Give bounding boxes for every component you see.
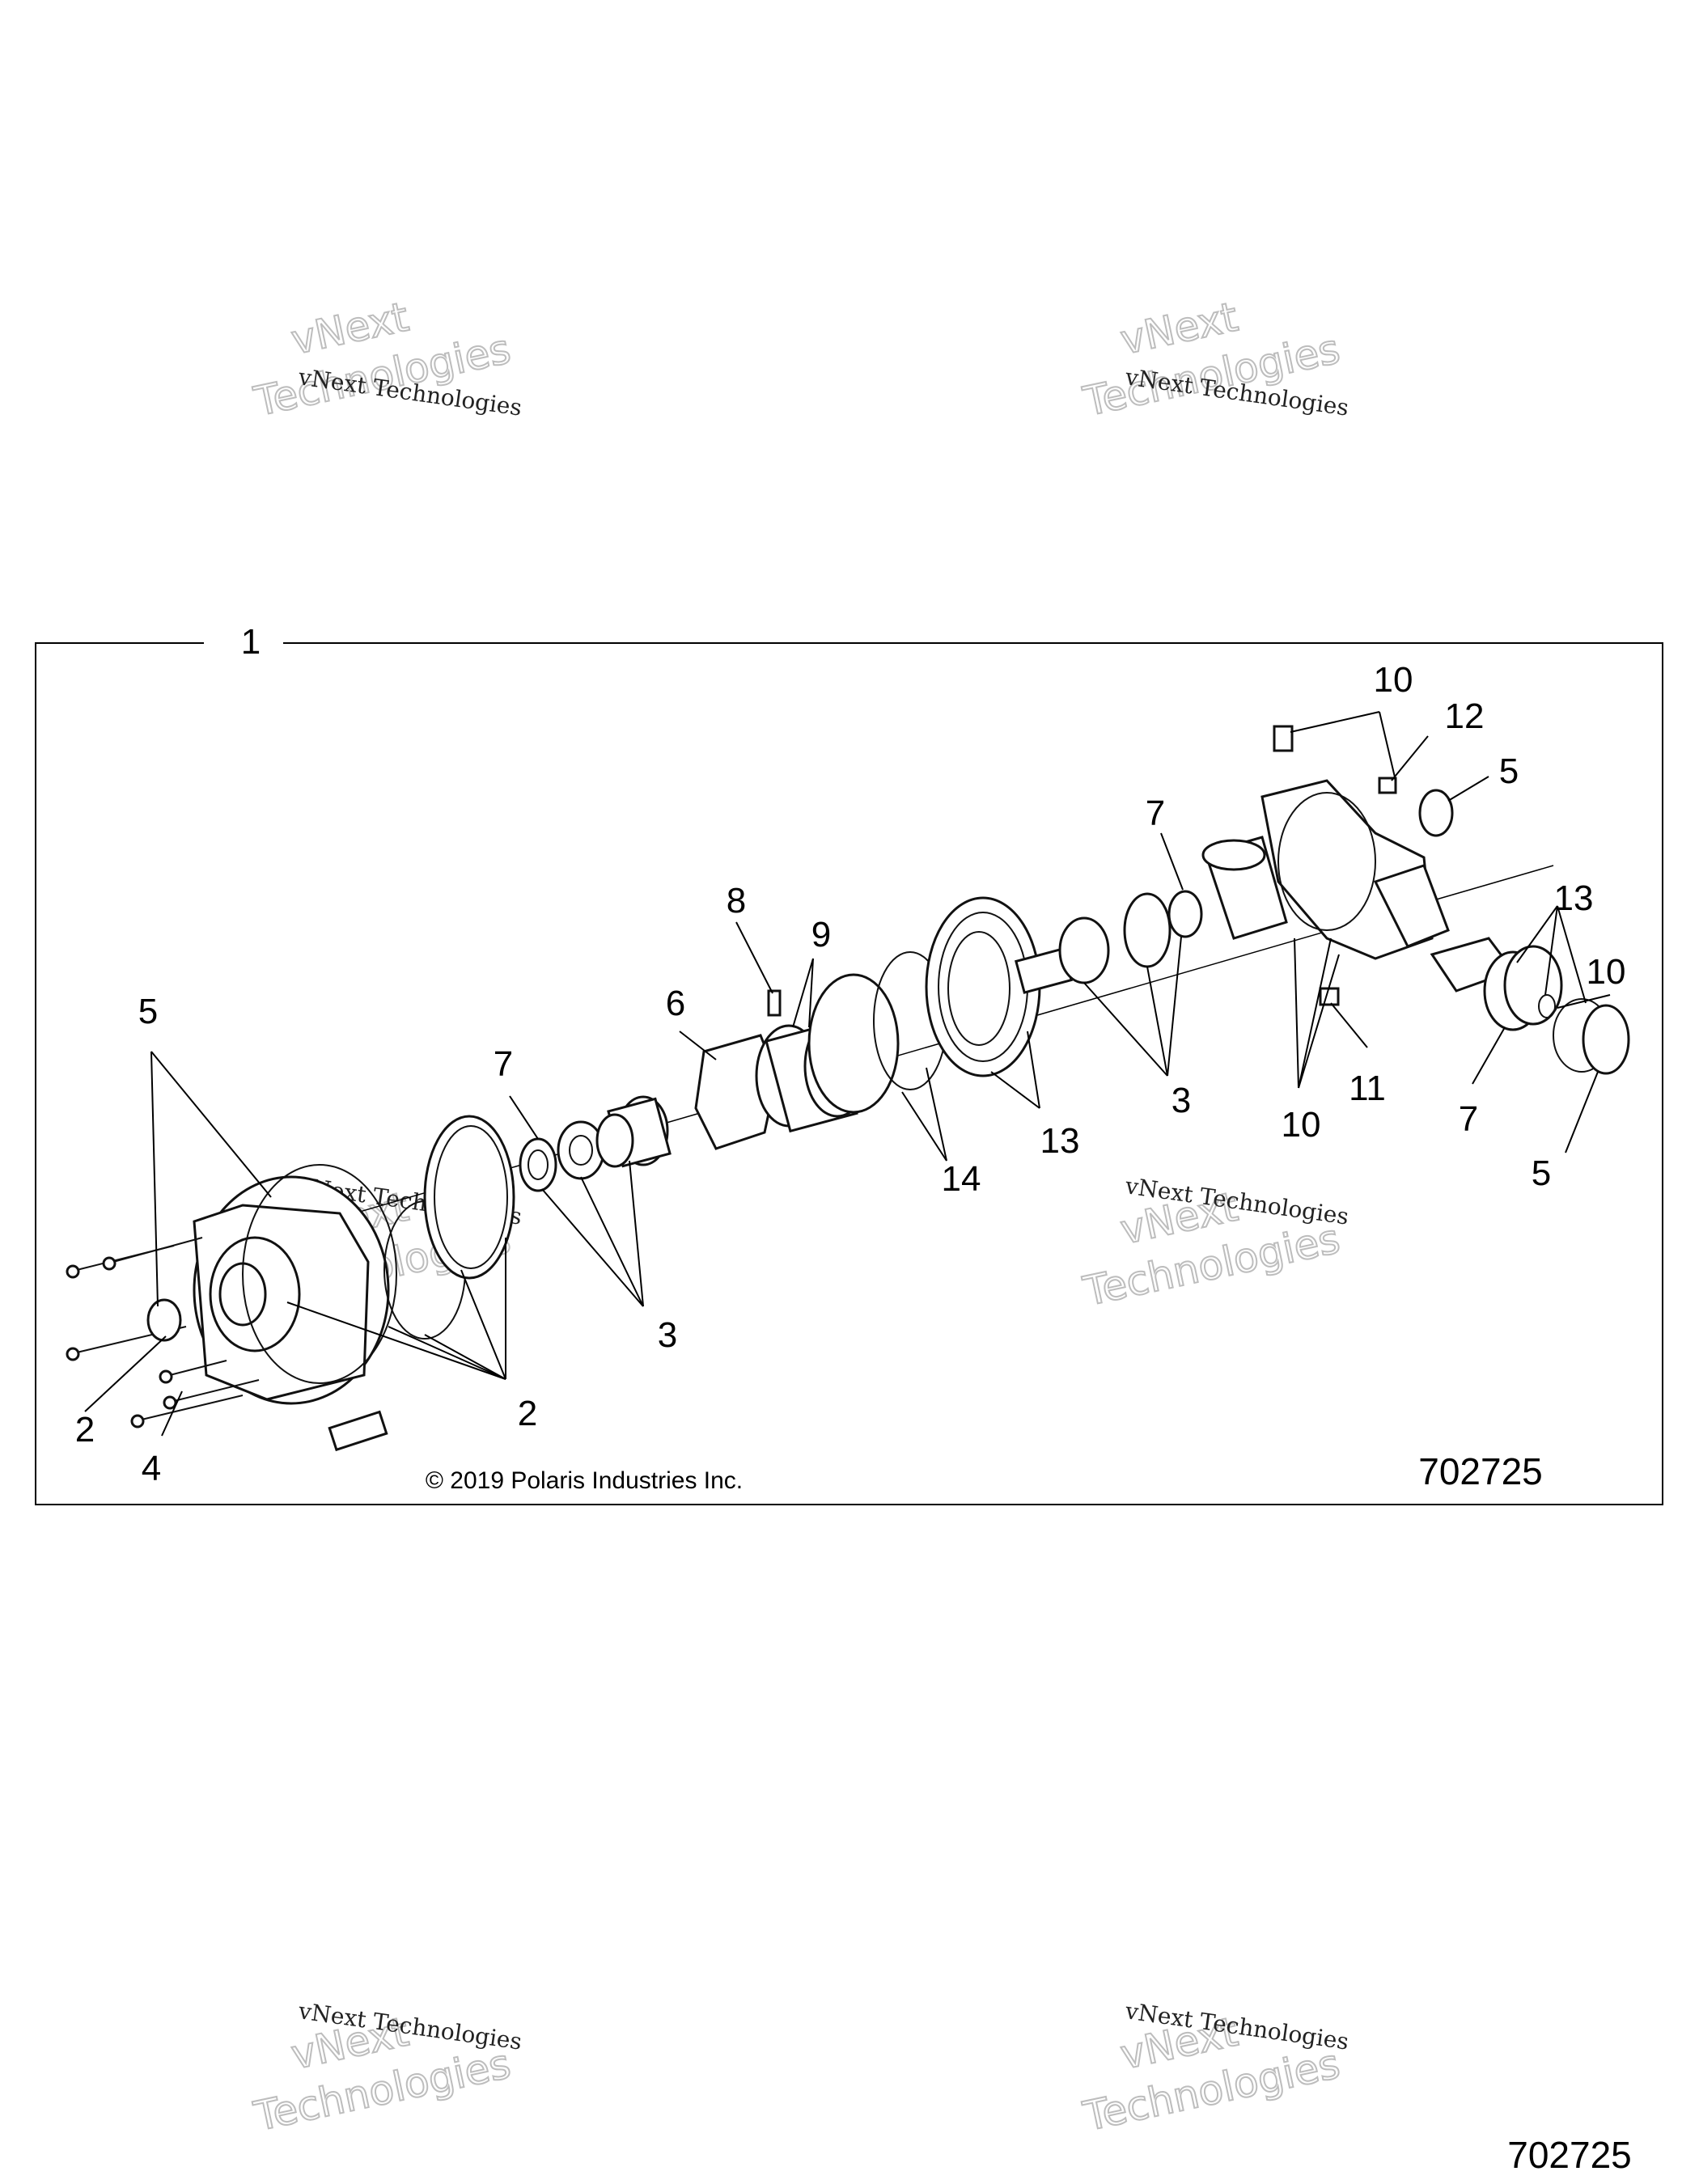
figure-number-inner: 702725 xyxy=(1418,1450,1543,1492)
callout-10-right: 10 xyxy=(1587,952,1626,992)
seal-right xyxy=(1167,890,1203,938)
callout-3-right: 3 xyxy=(1172,1081,1191,1120)
breather xyxy=(1273,725,1294,752)
clip-ring xyxy=(1538,994,1556,1018)
callout-11: 11 xyxy=(1349,1069,1386,1108)
callout-14: 14 xyxy=(942,1159,981,1199)
figure-number-page: 702725 xyxy=(1507,2134,1632,2176)
washer-right xyxy=(1123,892,1172,968)
rear-housing xyxy=(1260,779,1450,960)
drain-plug xyxy=(1319,987,1340,1006)
seal-top xyxy=(1418,789,1454,837)
connector xyxy=(328,1410,388,1452)
gasket-2 xyxy=(423,1115,515,1280)
callouts: 2 2 3 3 3 4 5 5 5 6 7 7 7 8 9 10 10 10 1… xyxy=(75,660,1626,1488)
callout-2-gaskets: 2 xyxy=(518,1394,537,1433)
seal-left xyxy=(519,1137,557,1192)
callout-4: 4 xyxy=(142,1449,161,1488)
leader-lines xyxy=(84,711,1611,1437)
callout-5-top: 5 xyxy=(1499,751,1519,791)
callout-8: 8 xyxy=(727,881,746,921)
bearing-right xyxy=(1058,916,1110,984)
callout-12: 12 xyxy=(1445,696,1485,736)
frame-border xyxy=(35,642,1663,1505)
plug xyxy=(1378,777,1397,794)
output-bearing xyxy=(1483,945,1563,1031)
seal-output xyxy=(1582,1004,1630,1075)
callout-10-bottom: 10 xyxy=(1282,1105,1321,1145)
callout-7-left: 7 xyxy=(494,1044,513,1084)
screws xyxy=(66,1237,260,1428)
assembly-frame: 1 xyxy=(35,622,1663,1505)
callout-6: 6 xyxy=(666,984,685,1023)
callout-5-left: 5 xyxy=(138,992,158,1031)
callout-1: 1 xyxy=(241,622,261,662)
callout-5-bottom: 5 xyxy=(1532,1153,1551,1193)
callout-2-left: 2 xyxy=(75,1410,95,1450)
callout-3-left: 3 xyxy=(658,1315,677,1355)
o-ring-left xyxy=(146,1298,182,1342)
callout-7-top: 7 xyxy=(1146,794,1165,833)
ring-plate xyxy=(807,973,900,1114)
gear-hub xyxy=(595,1095,672,1168)
callout-10-top: 10 xyxy=(1374,660,1413,700)
pin xyxy=(767,989,782,1017)
copyright-text: © 2019 Polaris Industries Inc. xyxy=(426,1467,743,1494)
callout-7-right: 7 xyxy=(1459,1099,1478,1139)
front-housing-cover xyxy=(193,1164,397,1405)
callout-13-right: 13 xyxy=(1554,878,1594,918)
callout-9: 9 xyxy=(811,915,831,954)
callout-13-ring-gear: 13 xyxy=(1040,1121,1080,1161)
washer-left xyxy=(557,1120,605,1180)
